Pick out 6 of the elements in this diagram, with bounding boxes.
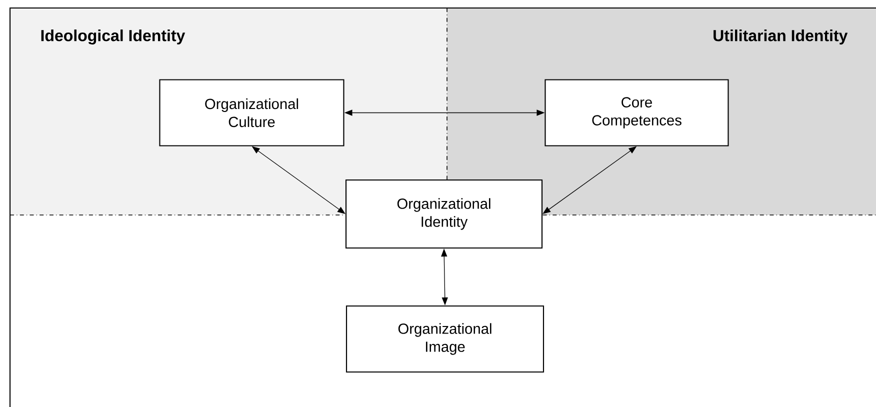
concept-box: Organizational Identity bbox=[345, 179, 543, 249]
region-heading: Utilitarian Identity bbox=[714, 30, 848, 44]
concept-box: Organizational Image bbox=[346, 305, 544, 373]
region-heading: Ideological Identity bbox=[41, 30, 186, 44]
concept-box: Core Competences bbox=[544, 79, 729, 146]
concept-box: Organizational Culture bbox=[159, 79, 344, 146]
